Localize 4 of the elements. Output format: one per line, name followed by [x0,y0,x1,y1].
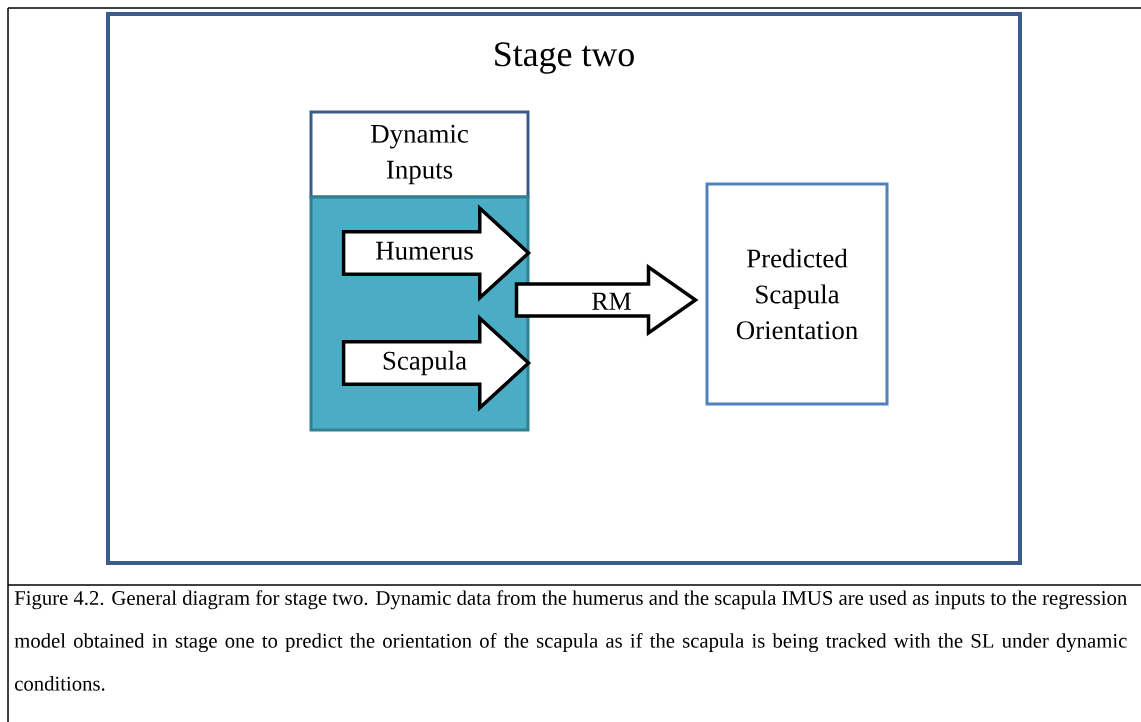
header-box: Dynamic Inputs [309,110,530,199]
output-box: Predicted Scapula Orientation [705,182,889,406]
caption: Figure 4.2. General diagram for stage two. Dynamic data from the humerus and the scapula IMUS are used as inputs to the regression model obtained in stage one to predict the orientation of the scapula as if the scapula is being tracked with the SL under dynamic conditions. [14,590,1127,691]
block-arrow [514,263,699,337]
